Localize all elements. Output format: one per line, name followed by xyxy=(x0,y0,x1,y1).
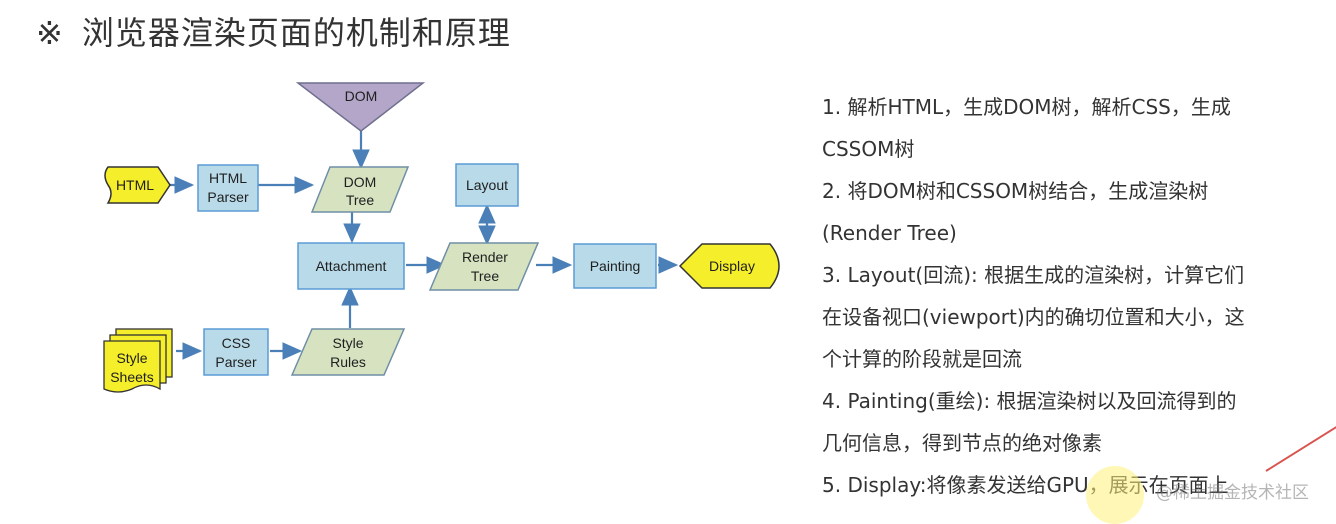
node-style-rules: Style Rules xyxy=(290,328,406,376)
step-line: 1. 解析HTML，生成DOM树，解析CSS，生成 xyxy=(822,95,1231,119)
step-line: 3. Layout(回流): 根据生成的渲染树，计算它们 xyxy=(822,263,1245,287)
node-render-tree-line2: Tree xyxy=(471,268,499,284)
node-dom: DOM xyxy=(295,82,426,132)
node-dom-tree-line1: DOM xyxy=(344,174,377,190)
node-dom-label: DOM xyxy=(345,88,378,104)
page-title: ※ 浏览器渲染页面的机制和原理 xyxy=(36,8,511,54)
node-render-tree-line1: Render xyxy=(462,249,508,265)
node-painting: Painting xyxy=(573,243,657,289)
step-line: CSSOM树 xyxy=(822,137,915,161)
node-attachment: Attachment xyxy=(297,242,405,290)
node-style-rules-line2: Rules xyxy=(330,354,366,370)
node-html: HTML xyxy=(104,166,171,204)
node-html-label: HTML xyxy=(116,177,154,193)
step-line: 4. Painting(重绘): 根据渲染树以及回流得到的 xyxy=(822,389,1237,413)
node-display-label: Display xyxy=(709,258,755,274)
node-layout-label: Layout xyxy=(466,177,508,193)
node-display: Display xyxy=(678,243,780,289)
node-html-parser: HTML Parser xyxy=(197,164,259,212)
step-line: 在设备视口(viewport)内的确切位置和大小，这 xyxy=(822,305,1245,329)
node-style-rules-line1: Style xyxy=(332,335,363,351)
node-style-sheets-line2: Sheets xyxy=(110,369,154,385)
render-pipeline-diagram: DOM HTML HTML Parser DOM Tree Layout Att… xyxy=(103,82,780,393)
node-style-sheets: Style Sheets xyxy=(103,328,173,393)
arrows xyxy=(146,131,679,360)
step-line: 5. Display:将像素发送给GPU，展示在页面上 xyxy=(822,473,1229,497)
node-css-parser: CSS Parser xyxy=(203,328,269,376)
step-line: 个计算的阶段就是回流 xyxy=(822,347,1022,371)
node-render-tree: Render Tree xyxy=(428,242,540,291)
node-css-parser-line2: Parser xyxy=(215,354,257,370)
step-line: (Render Tree) xyxy=(822,221,957,245)
node-painting-label: Painting xyxy=(590,258,641,274)
step-line: 2. 将DOM树和CSSOM树结合，生成渲染树 xyxy=(822,179,1209,203)
node-dom-tree-line2: Tree xyxy=(346,192,374,208)
node-attachment-label: Attachment xyxy=(316,258,387,274)
watermark: @稀土掘金技术社区 xyxy=(1156,483,1309,503)
reference-mark: ※ xyxy=(36,14,64,52)
steps-list: 1. 解析HTML，生成DOM树，解析CSS，生成 CSSOM树 2. 将DOM… xyxy=(822,86,1322,506)
title-text: 浏览器渲染页面的机制和原理 xyxy=(81,14,511,52)
node-style-sheets-line1: Style xyxy=(116,350,147,366)
cursor-highlight xyxy=(1086,466,1144,524)
node-html-parser-line1: HTML xyxy=(209,170,247,186)
step-line: 几何信息，得到节点的绝对像素 xyxy=(822,431,1102,455)
node-dom-tree: DOM Tree xyxy=(310,166,410,213)
node-css-parser-line1: CSS xyxy=(222,335,251,351)
node-html-parser-line2: Parser xyxy=(207,189,249,205)
node-layout: Layout xyxy=(455,163,519,207)
